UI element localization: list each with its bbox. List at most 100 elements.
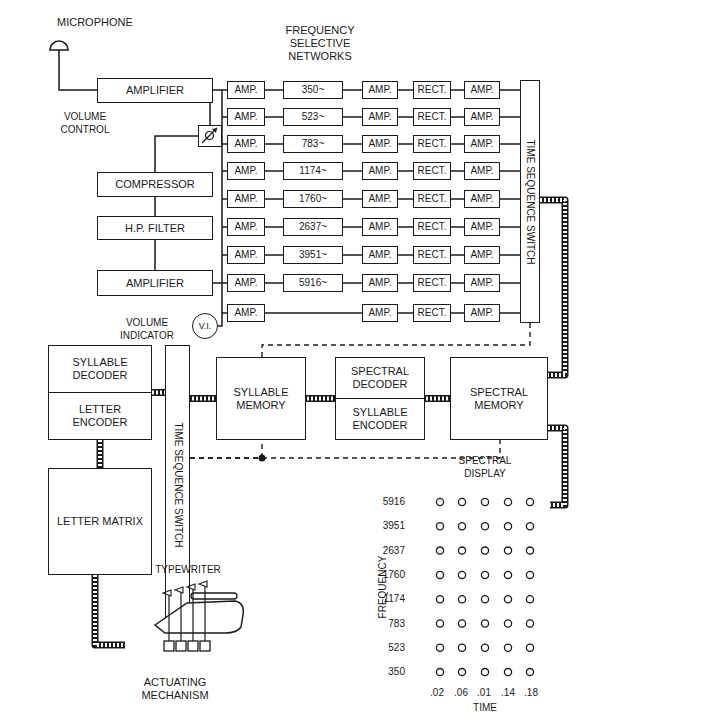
node-text: RECT. — [418, 249, 447, 261]
node-text: AMP. — [470, 277, 493, 289]
display-lamp — [481, 523, 488, 530]
display-lamp — [436, 571, 443, 578]
node-text: H.P. FILTER — [125, 222, 185, 235]
wire-connector — [500, 199, 520, 200]
wire-connector — [398, 90, 413, 91]
process-box: SPECTRAL MEMORY — [450, 357, 548, 440]
wire-line — [398, 170, 413, 172]
display-lamp — [504, 523, 511, 530]
node-text: AMPLIFIER — [126, 277, 184, 290]
wire-connector — [451, 199, 464, 200]
node-text: RECT. — [418, 165, 447, 177]
node-text: RECT. — [418, 193, 447, 205]
wire-connector — [398, 255, 413, 256]
wire-connector — [265, 283, 283, 284]
process-box: RECT. — [413, 162, 451, 180]
key-stem — [192, 589, 193, 641]
wire-line — [451, 116, 464, 118]
process-box: 1174~ — [283, 162, 343, 180]
node-text: AMP. — [234, 307, 257, 319]
process-box: SYLLABLE MEMORY — [216, 357, 306, 440]
wire-connector — [398, 117, 413, 118]
node-text: 3951~ — [299, 249, 327, 261]
node-text: TYPEWRITER — [143, 563, 233, 576]
process-box: AMP. — [362, 81, 398, 99]
node-text: LETTER ENCODER — [53, 403, 147, 429]
process-box: AMP. — [464, 246, 500, 264]
wire-line — [155, 136, 198, 172]
node-text: SYLLABLE ENCODER — [340, 406, 420, 432]
node-text: AMP. — [368, 84, 391, 96]
wire-line — [265, 198, 283, 200]
key-stem — [204, 586, 205, 641]
actuator — [164, 641, 174, 651]
wire-connector — [500, 117, 520, 118]
node-text: 1760~ — [299, 193, 327, 205]
wire-connector — [343, 199, 362, 200]
vi-node: V.I.VOLUME INDICATOR — [192, 313, 218, 339]
time-label: .01 — [470, 687, 498, 699]
display-lamp — [504, 571, 511, 578]
process-box: AMP. — [464, 190, 500, 208]
process-box: AMP. — [464, 218, 500, 236]
display-lamp — [504, 669, 511, 676]
wire-line — [398, 143, 413, 145]
actuator — [188, 641, 198, 651]
axis-label: FREQUENCY — [377, 547, 389, 627]
wire-line — [451, 312, 464, 314]
node-text: VOLUME CONTROL — [45, 110, 125, 136]
display-lamp — [504, 596, 511, 603]
wire-line — [343, 226, 362, 228]
wire-line — [265, 226, 283, 228]
display-lamp — [481, 547, 488, 554]
key-stem — [180, 592, 181, 641]
process-box: RECT. — [413, 246, 451, 264]
wire-connector — [451, 255, 464, 256]
display-lamp — [436, 498, 443, 505]
control-line — [190, 440, 262, 458]
display-lamp — [481, 498, 488, 505]
tw-node: TYPEWRITER — [125, 563, 250, 668]
process-box: 1760~ — [283, 190, 343, 208]
process-box: RECT. — [413, 108, 451, 126]
process-box: COMPRESSOR — [97, 172, 213, 197]
wire-line — [265, 254, 283, 256]
time-label: .02 — [423, 687, 451, 699]
node-text: RECT. — [418, 84, 447, 96]
process-box: AMP. — [227, 135, 265, 153]
process-box: AMP. — [464, 135, 500, 153]
display-lamp — [526, 669, 533, 676]
node-text: AMP. — [368, 111, 391, 123]
process-box: AMP. — [227, 81, 265, 99]
node-text: AMP. — [234, 249, 257, 261]
wire-line — [451, 282, 464, 284]
wire-line — [500, 226, 520, 228]
split-node: SPECTRAL DECODERSYLLABLE ENCODER — [335, 357, 425, 440]
cable-outer — [548, 428, 565, 505]
process-box: RECT. — [413, 274, 451, 292]
node-text: AMP. — [234, 193, 257, 205]
key-stem — [168, 595, 169, 641]
box-section: LETTER ENCODER — [49, 392, 151, 439]
node-text: AMP. — [470, 111, 493, 123]
wire-connector — [343, 283, 362, 284]
node-text: AMP. — [368, 249, 391, 261]
wire-connector — [398, 199, 413, 200]
wire-line — [59, 67, 97, 90]
process-box: RECT. — [413, 190, 451, 208]
control-arrow — [202, 128, 217, 143]
wire-line — [343, 254, 362, 256]
typewriter-key — [175, 587, 183, 593]
connector-group — [48, 67, 565, 645]
wire-connector — [500, 90, 520, 91]
wire-line — [500, 254, 520, 256]
frequency-label: 5916 — [360, 496, 405, 508]
wire-line — [500, 116, 520, 118]
node-text: COMPRESSOR — [115, 178, 194, 191]
display-lamp — [481, 644, 488, 651]
node-text: AMP. — [234, 277, 257, 289]
node-text: SPECTRAL MEMORY — [455, 386, 543, 411]
display-lamp — [458, 547, 465, 554]
section-label: FREQUENCY SELECTIVE NETWORKS — [270, 24, 370, 64]
frequency-label: 2637 — [360, 545, 405, 557]
